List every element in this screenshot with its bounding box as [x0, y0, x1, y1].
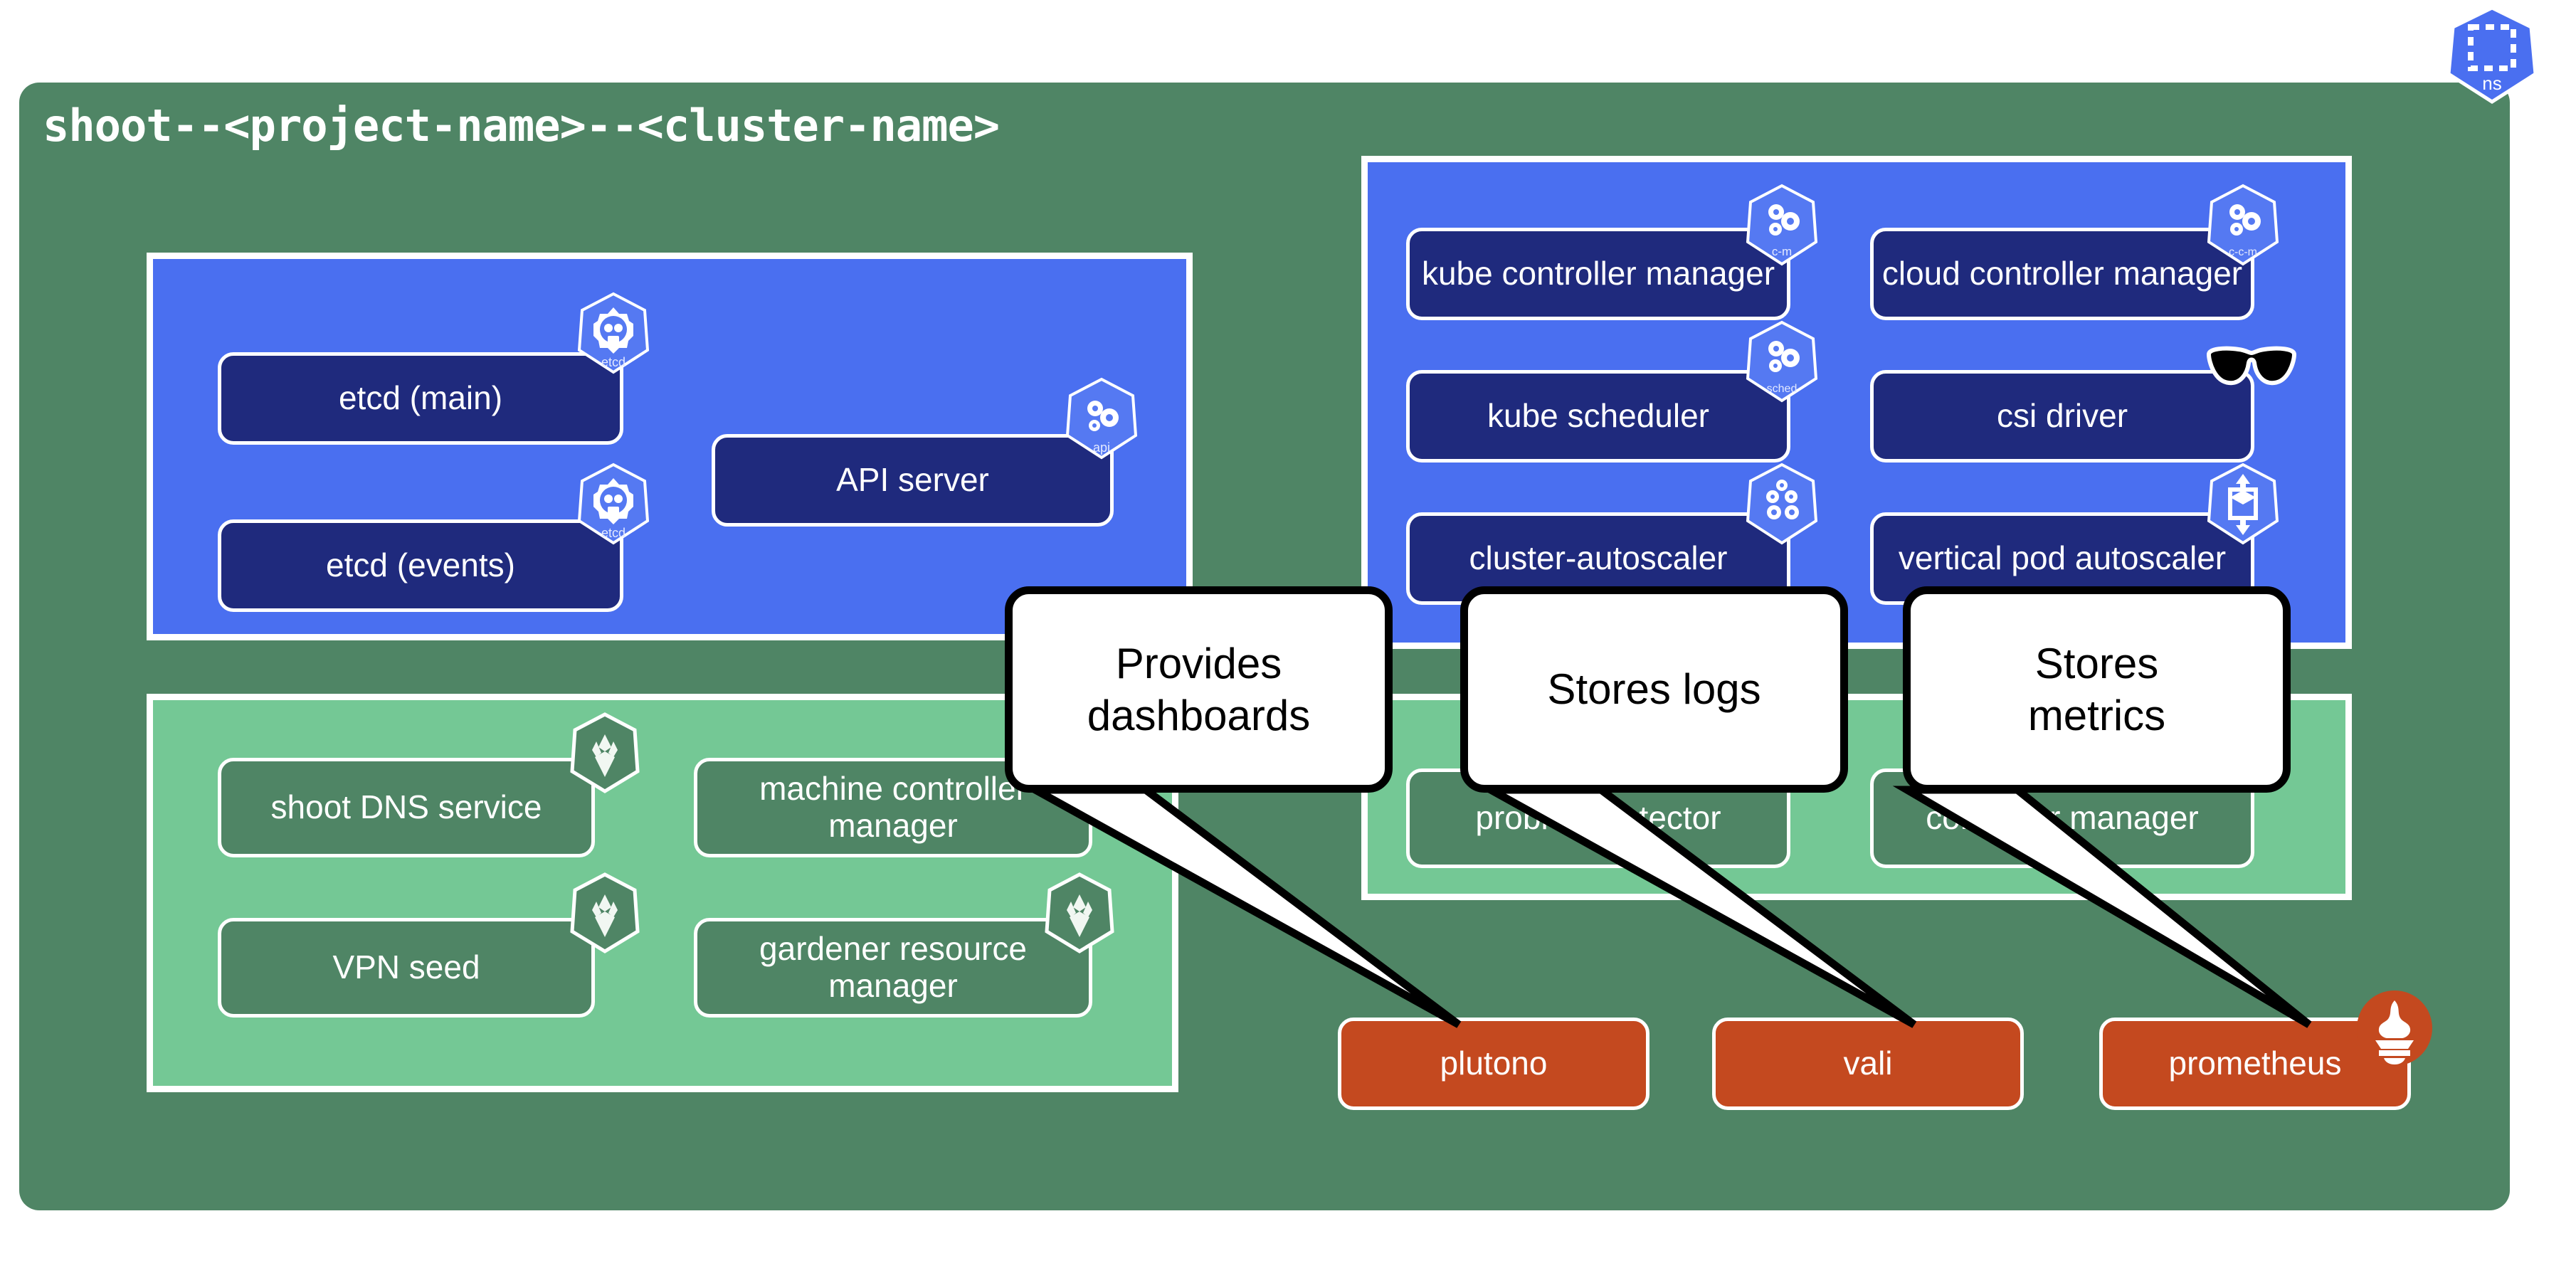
svg-text:api: api: [1093, 440, 1110, 455]
kube-apiserver-icon: api: [1065, 377, 1139, 460]
namespace-icon: ns: [2446, 6, 2538, 104]
svg-text:etcd: etcd: [601, 526, 625, 540]
svg-text:sched: sched: [1767, 383, 1798, 395]
callout-line-2: dashboards: [1087, 692, 1311, 739]
cloud-controller-manager-icon: c-c-m: [2206, 184, 2280, 266]
gardener-icon: [568, 712, 642, 794]
etcd-icon: etcd: [576, 463, 650, 545]
box-gardener-resource-manager[interactable]: gardener resource manager: [694, 918, 1092, 1018]
callout-prometheus: Stores metrics: [1903, 586, 2291, 793]
callout-line-1: Stores logs: [1547, 665, 1761, 714]
callout-plutono: Provides dashboards: [1005, 586, 1393, 793]
svg-text:etcd: etcd: [601, 355, 625, 369]
kube-scheduler-icon: sched: [1745, 320, 1819, 403]
vertical-pod-autoscaler-icon: [2206, 463, 2280, 545]
cluster-autoscaler-icon: [1745, 463, 1819, 545]
kube-controller-manager-icon: c-m: [1745, 184, 1819, 266]
gardener-icon: [568, 872, 642, 954]
callout-line-1: Provides: [1115, 639, 1282, 687]
callout-line-2: metrics: [2027, 692, 2166, 739]
box-cloud-controller-manager[interactable]: cloud controller manager: [1870, 228, 2254, 320]
box-machine-controller-manager[interactable]: machine controller manager: [694, 758, 1092, 857]
box-plutono[interactable]: plutono: [1338, 1018, 1649, 1110]
box-vali[interactable]: vali: [1712, 1018, 2024, 1110]
namespace-title: shoot--<project-name>--<cluster-name>: [43, 100, 1000, 152]
svg-text:c-c-m: c-c-m: [2229, 246, 2257, 258]
box-csi-driver[interactable]: csi driver: [1870, 370, 2254, 463]
etcd-icon: etcd: [576, 292, 650, 374]
box-etcd-events[interactable]: etcd (events): [218, 519, 623, 612]
callout-vali: Stores logs: [1460, 586, 1848, 793]
box-vpn-seed[interactable]: VPN seed: [218, 918, 595, 1018]
box-etcd-main[interactable]: etcd (main): [218, 352, 623, 445]
box-kube-scheduler[interactable]: kube scheduler: [1406, 370, 1790, 463]
svg-text:c-m: c-m: [1772, 245, 1792, 258]
svg-text:ns: ns: [2482, 73, 2501, 94]
prometheus-icon: [2355, 989, 2434, 1067]
sunglasses-icon: [2205, 346, 2298, 390]
gardener-icon: [1042, 872, 1117, 954]
box-shoot-dns-service[interactable]: shoot DNS service: [218, 758, 595, 857]
callout-line-1: Stores: [2034, 639, 2159, 687]
box-kube-controller-manager[interactable]: kube controller manager: [1406, 228, 1790, 320]
box-api-server[interactable]: API server: [712, 434, 1114, 527]
